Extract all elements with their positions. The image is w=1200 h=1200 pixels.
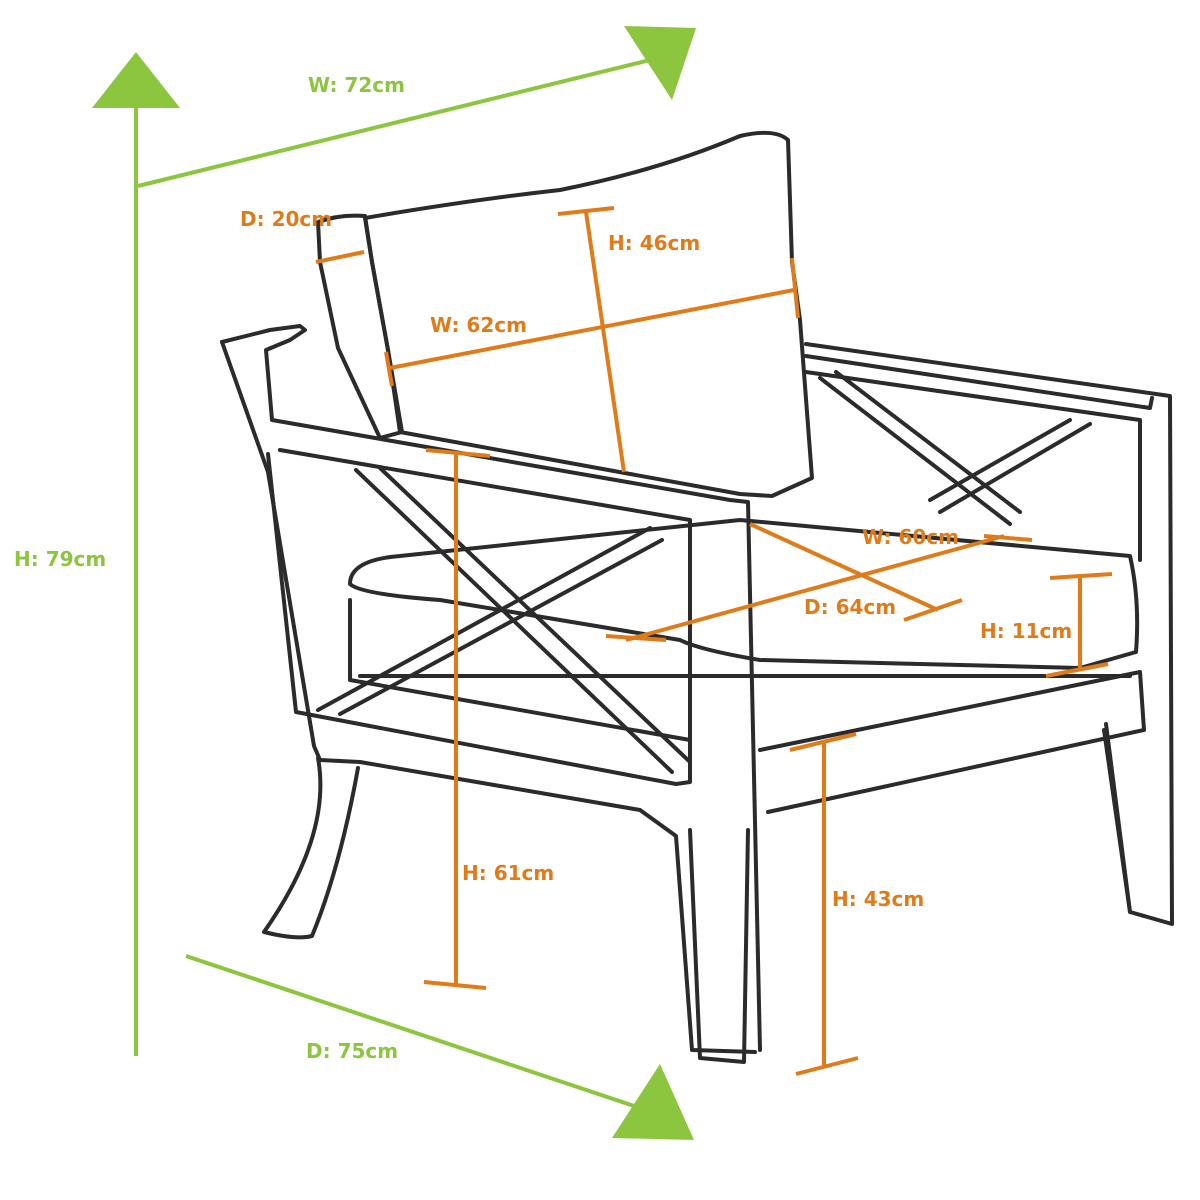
back-cushion-side bbox=[316, 213, 404, 440]
right-x-brace-1 bbox=[818, 376, 1012, 526]
front-left-leg bbox=[262, 756, 360, 940]
left-arm-frame bbox=[220, 324, 762, 1052]
left-x-brace-4 bbox=[338, 538, 664, 716]
right-arrow-icon bbox=[624, 26, 696, 100]
seat-height-label: H: 43cm bbox=[832, 887, 924, 911]
left-side-frame bbox=[266, 448, 692, 786]
seat-cushion-height-dimension: H: 11cm bbox=[980, 572, 1113, 678]
right-side-frame bbox=[804, 370, 1142, 562]
seat-height-dimension: H: 43cm bbox=[789, 732, 924, 1076]
back-cushion-depth-dimension: D: 20cm bbox=[240, 207, 365, 264]
seat-cushion-width-dimension: W: 60cm bbox=[605, 525, 1033, 642]
overall-height-label: H: 79cm bbox=[14, 547, 106, 571]
right-x-brace-3 bbox=[928, 418, 1072, 502]
overall-width-dimension: W: 72cm bbox=[137, 26, 696, 188]
seat-cushion-front-edge bbox=[348, 598, 692, 742]
overall-height-dimension: H: 79cm bbox=[14, 52, 180, 1056]
left-x-brace-3 bbox=[316, 526, 652, 712]
right-x-brace-4 bbox=[938, 422, 1092, 514]
seat-cushion-height-label: H: 11cm bbox=[980, 619, 1072, 643]
overall-width-label: W: 72cm bbox=[308, 73, 405, 97]
back-cushion-width-dimension: W: 62cm bbox=[384, 257, 800, 387]
overall-depth-dimension: D: 75cm bbox=[185, 954, 694, 1140]
back-right-leg bbox=[1102, 728, 1132, 914]
arm-height-label: H: 61cm bbox=[462, 861, 554, 885]
seat-cushion-width-label: W: 60cm bbox=[862, 525, 959, 549]
seat-cushion-depth-label: D: 64cm bbox=[804, 595, 896, 619]
up-arrow-icon bbox=[92, 52, 180, 108]
front-right-leg bbox=[688, 828, 750, 1064]
left-arm-inner bbox=[220, 340, 757, 1054]
seat-frame-rail bbox=[758, 670, 1146, 814]
armchair-outline bbox=[220, 130, 1174, 1064]
overall-depth-label: D: 75cm bbox=[306, 1039, 398, 1063]
seat-cushion-depth-dimension: D: 64cm bbox=[749, 522, 963, 622]
right-x-brace-2 bbox=[834, 370, 1022, 514]
back-cushion-depth-label: D: 20cm bbox=[240, 207, 332, 231]
down-right-arrow-icon bbox=[612, 1064, 694, 1140]
back-cushion-width-label: W: 62cm bbox=[430, 313, 527, 337]
back-cushion-height-label: H: 46cm bbox=[608, 231, 700, 255]
back-cushion-front bbox=[363, 130, 814, 498]
right-arm-top bbox=[804, 354, 1154, 410]
back-cushion-height-dimension: H: 46cm bbox=[557, 206, 700, 473]
arm-height-dimension: H: 61cm bbox=[423, 448, 554, 990]
